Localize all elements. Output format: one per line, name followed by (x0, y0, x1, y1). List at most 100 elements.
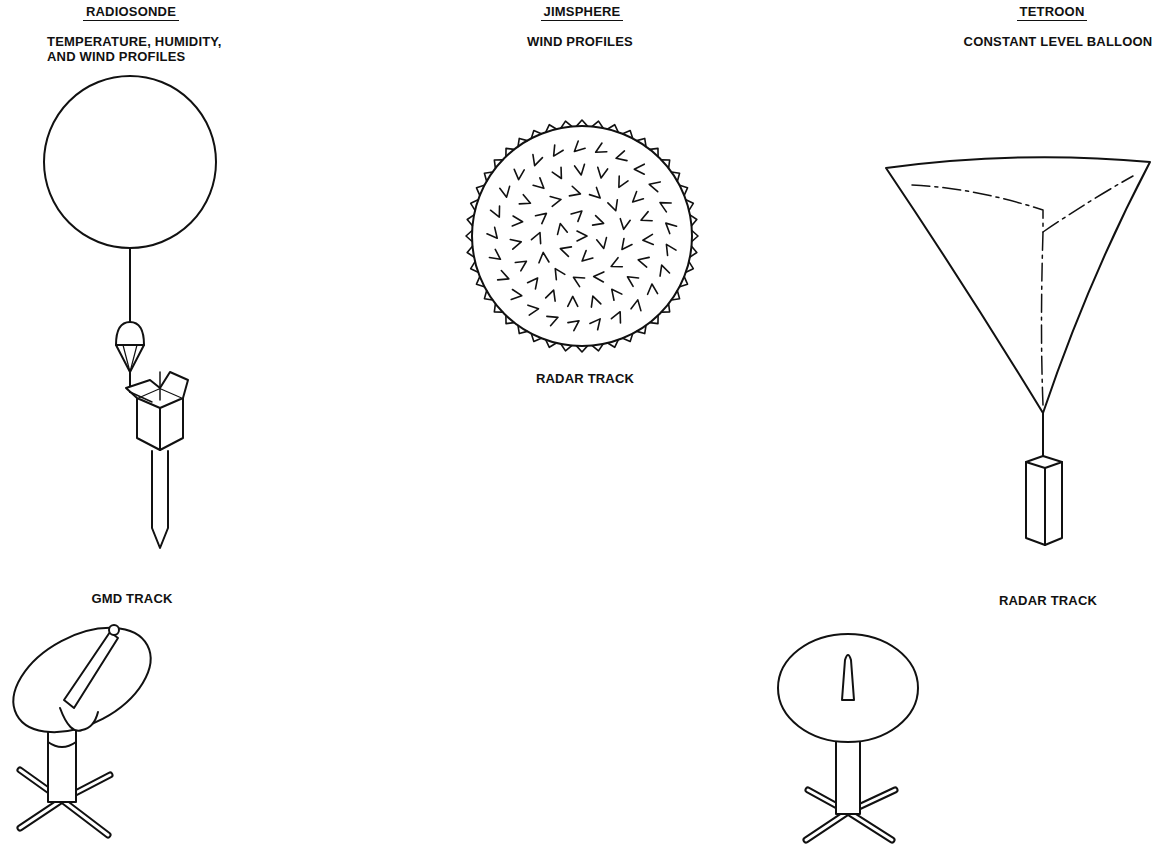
roughness-cone (571, 211, 582, 221)
roughness-spike (471, 200, 478, 211)
roughness-cone (528, 305, 539, 315)
roughness-cone (660, 203, 671, 212)
roughness-cone (574, 141, 585, 152)
balloon-tether (129, 248, 131, 322)
roughness-cone (546, 290, 555, 301)
roughness-spike (637, 138, 646, 146)
roughness-spike (531, 334, 541, 342)
roughness-cone (491, 206, 500, 217)
roughness-cone (515, 261, 526, 271)
roughness-cone (558, 224, 568, 235)
roughness-cone (627, 277, 638, 287)
roughness-spike (518, 325, 527, 333)
roughness-cone (638, 257, 649, 267)
parachute (116, 322, 144, 392)
roughness-cone (641, 212, 652, 221)
roughness-cone (612, 289, 622, 300)
roughness-spike (471, 262, 478, 273)
roughness-cone (533, 178, 544, 188)
roughness-cone (519, 195, 530, 204)
roughness-spike (608, 125, 619, 132)
roughness-spike (650, 148, 658, 156)
roughness-cone (489, 249, 500, 259)
measurement-caption: TEMPERATURE, HUMIDITY, AND WIND PROFILES (47, 34, 237, 64)
roughness-spike (467, 246, 474, 257)
tetroon-balloon (886, 157, 1150, 456)
roughness-spike (671, 291, 679, 300)
roughness-spike (680, 277, 688, 287)
jimsphere-balloon (472, 126, 692, 346)
roughness-cone (611, 312, 620, 323)
roughness-cone (536, 213, 547, 223)
roughness-cone (590, 319, 600, 330)
roughness-cone (560, 247, 571, 257)
roughness-spike (476, 277, 484, 287)
roughness-cone (594, 272, 604, 282)
roughness-spike (484, 291, 492, 300)
roughness-cone (649, 182, 660, 192)
roughness-cone (554, 145, 564, 156)
tracking-label: RADAR TRACK (536, 371, 634, 386)
roughness-spike (506, 148, 514, 156)
roughness-cone (633, 191, 644, 201)
roughness-spike (637, 325, 646, 333)
roughness-spike (531, 130, 541, 138)
roughness-cone (552, 167, 561, 178)
roughness-cone (487, 227, 497, 238)
roughness-spike (671, 172, 679, 181)
jimsphere-roughness (466, 120, 698, 352)
roughness-cone (590, 187, 601, 198)
roughness-spike (686, 200, 693, 211)
roughness-spike (680, 185, 688, 195)
roughness-cone (620, 219, 630, 230)
roughness-spike (692, 231, 698, 242)
tracking-label: GMD TRACK (91, 591, 172, 606)
measurement-caption: WIND PROFILES (527, 34, 633, 49)
roughness-spike (661, 304, 669, 312)
measurement-caption: CONSTANT LEVEL BALLOON (964, 34, 1153, 49)
roughness-spike (686, 262, 693, 273)
instrument-heading: TETROON (1017, 4, 1088, 21)
roughness-cone (568, 296, 578, 306)
gmd-antenna (0, 606, 168, 835)
roughness-cone (611, 258, 622, 267)
roughness-spike (476, 185, 484, 195)
roughness-spike (494, 304, 502, 312)
roughness-cone (596, 143, 607, 152)
tracking-label: RADAR TRACK (999, 593, 1097, 608)
radiosonde-probe (152, 451, 168, 548)
roughness-cone (597, 238, 607, 249)
instrument-heading: JIMSPHERE (541, 4, 624, 21)
roughness-cone (666, 223, 677, 233)
roughness-spike (592, 344, 603, 351)
roughness-cone (500, 186, 510, 197)
tetroon-transponder (1026, 456, 1062, 545)
roughness-spike (577, 346, 588, 352)
roughness-spike (561, 344, 572, 351)
roughness-cone (591, 296, 600, 307)
roughness-cone (539, 252, 549, 262)
roughness-cone (616, 151, 627, 161)
roughness-cone (510, 239, 521, 249)
roughness-cone (577, 231, 587, 241)
roughness-cone (550, 197, 561, 207)
roughness-spike (506, 315, 514, 323)
roughness-cone (598, 167, 608, 178)
roughness-cone (533, 155, 543, 166)
roughness-cone (573, 277, 584, 286)
roughness-cone (619, 176, 628, 187)
roughness-cone (582, 251, 593, 261)
roughness-spike (623, 334, 633, 342)
roughness-spike (650, 315, 658, 323)
roughness-cone (547, 316, 558, 325)
roughness-cone (666, 244, 676, 255)
roughness-spike (623, 130, 633, 138)
roughness-spike (546, 340, 557, 347)
roughness-cone (631, 300, 641, 311)
roughness-spike (690, 215, 697, 226)
radar-antenna (778, 634, 918, 840)
roughness-spike (577, 120, 588, 126)
roughness-cone (514, 169, 524, 179)
roughness-cone (608, 200, 617, 211)
